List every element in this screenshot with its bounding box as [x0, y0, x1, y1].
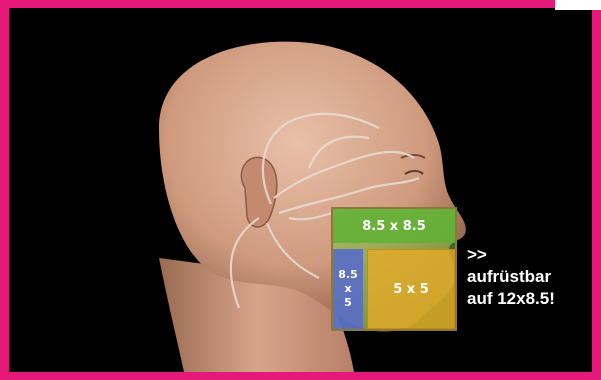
- upgrade-note: >> aufrüstbar auf 12x8.5!: [467, 244, 593, 310]
- upgrade-line-2: aufrüstbar: [467, 266, 593, 288]
- head-illustration-icon: [9, 8, 592, 372]
- fov-side-box: 8.5 x 5: [333, 249, 363, 329]
- fov-small-box: 5 x 5: [367, 249, 455, 329]
- fov-side-label-3: 5: [344, 296, 352, 310]
- field-of-view-diagram: 8.5 x 8.5 8.5 x 5 5 x 5: [331, 207, 457, 331]
- frame-corner: [555, 0, 601, 10]
- fov-side-label-1: 8.5: [338, 268, 358, 282]
- fov-large-label: 8.5 x 8.5: [333, 209, 455, 243]
- fov-side-label-2: x: [344, 282, 351, 296]
- upgrade-line-3: auf 12x8.5!: [467, 288, 593, 310]
- upgrade-arrow: >>: [467, 244, 593, 266]
- fov-small-label: 5 x 5: [393, 282, 429, 297]
